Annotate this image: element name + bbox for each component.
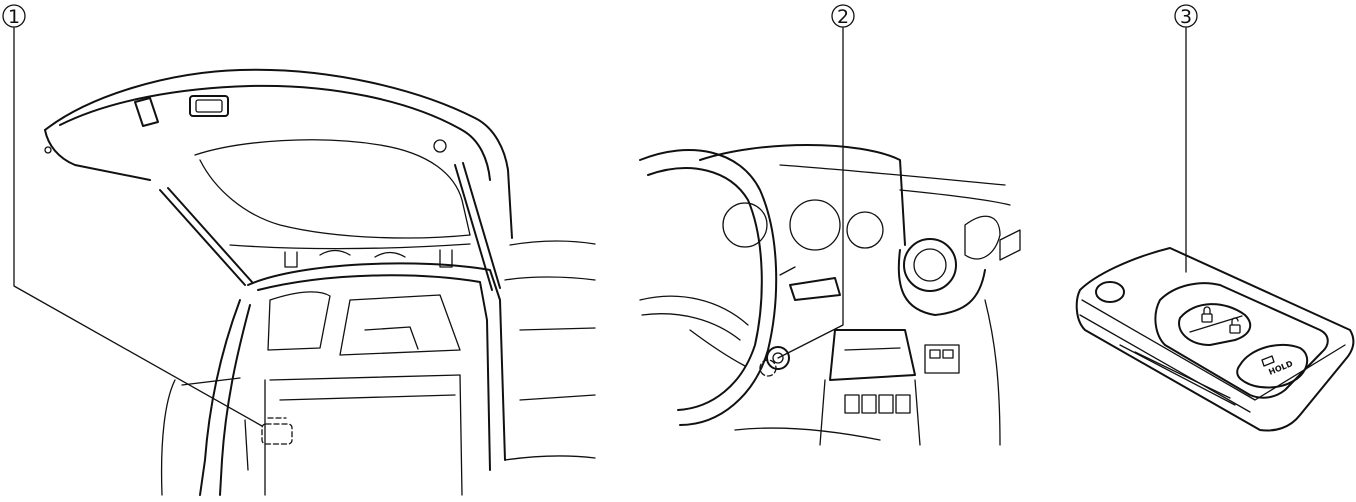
callout-3-number: 3 bbox=[1180, 6, 1192, 28]
liftgate-release-target bbox=[261, 417, 293, 445]
liftgate-button bbox=[1236, 343, 1309, 389]
transmitter-key bbox=[1075, 247, 1355, 432]
unlock-icon bbox=[1229, 317, 1241, 334]
callout-2-number: 2 bbox=[837, 6, 849, 28]
callout-2: 2 bbox=[777, 4, 855, 359]
liftgate-icon bbox=[1261, 355, 1275, 367]
callout-1: 1 bbox=[2, 4, 263, 427]
dashboard-illustration bbox=[639, 144, 1021, 446]
ignition-cylinder bbox=[759, 346, 790, 377]
hold-label: HOLD bbox=[1267, 359, 1294, 377]
callout-3: 3 bbox=[1174, 4, 1198, 273]
liftgate-illustration bbox=[44, 68, 596, 496]
callout-1-number: 1 bbox=[8, 6, 20, 28]
lock-icon bbox=[1201, 306, 1213, 323]
